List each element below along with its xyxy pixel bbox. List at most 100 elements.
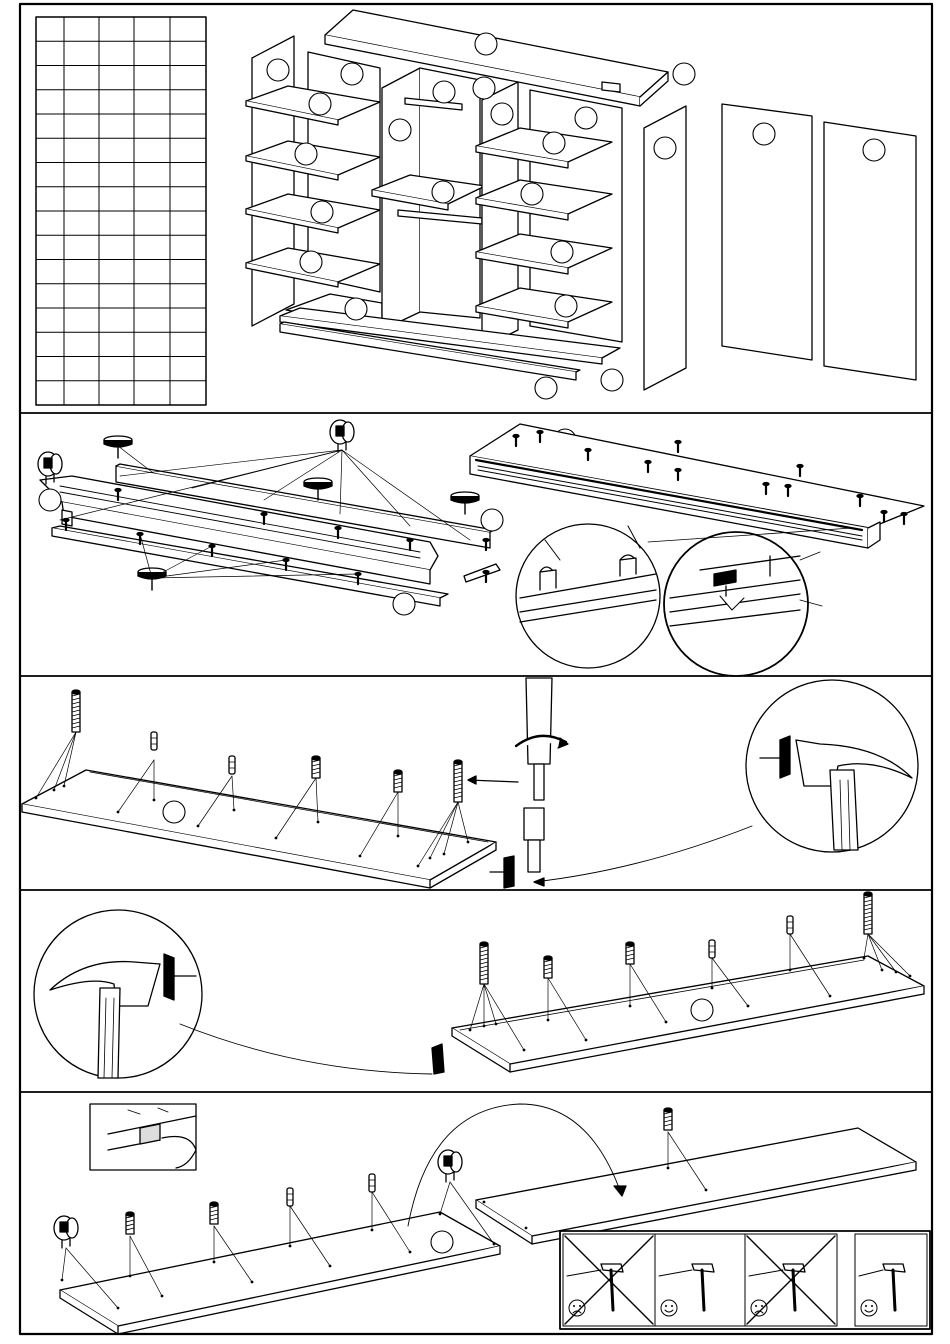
hole-dot (909, 975, 912, 978)
part-callout (163, 801, 185, 823)
hole-dot (371, 1229, 374, 1232)
part-callout-circle (601, 369, 623, 391)
part-callout (673, 63, 695, 85)
part-callout-circle (309, 93, 331, 115)
arrow-head (468, 776, 476, 784)
furniture-glide-icon (104, 436, 132, 458)
part-callout (863, 139, 885, 161)
wooden-dowel-icon (787, 916, 793, 934)
part-callout-circle (691, 999, 713, 1021)
part-callout-circle (551, 241, 573, 263)
part-callout-circle (431, 1231, 453, 1253)
part-callout (295, 143, 317, 165)
part-callout (393, 593, 415, 615)
part-callout (433, 81, 455, 103)
part-callout-circle (654, 137, 676, 159)
part-callout (753, 123, 775, 145)
part-callout-circle (555, 295, 577, 317)
hammer-handle (702, 1270, 704, 1310)
screw-icon (797, 465, 803, 477)
hammer-detail-step4 (34, 910, 202, 1078)
leader-line (864, 934, 868, 958)
part-callout (475, 33, 497, 55)
hole-dot (359, 855, 362, 858)
step5-panel-right (476, 1128, 916, 1244)
hole-dot (483, 1025, 486, 1028)
dowel-detail-box (90, 1104, 196, 1170)
wooden-dowel-icon (151, 732, 157, 750)
part-callout-circle (311, 201, 333, 223)
hole-dot (53, 789, 56, 792)
part-callout (300, 251, 322, 273)
furniture-glide-icon (138, 568, 166, 590)
connector-bolt-icon (544, 956, 552, 978)
hole-dot (35, 797, 38, 800)
frowny-icon (751, 1300, 767, 1316)
hint-panel-wrong-1 (563, 1234, 655, 1326)
face-eye (579, 1305, 581, 1307)
face-eye (573, 1305, 575, 1307)
connector-bolt-icon (210, 1202, 218, 1224)
part-callout (432, 181, 454, 203)
hole-dot (585, 1039, 588, 1042)
part-callout-circle (473, 77, 495, 99)
parts-table (36, 17, 206, 405)
connector-bolt-icon (72, 690, 80, 732)
hole-dot (417, 865, 420, 868)
hole-dot (881, 969, 884, 972)
hole-dot (129, 1275, 132, 1278)
connector-bolt-icon (864, 892, 872, 934)
smiley-icon (861, 1300, 877, 1316)
part-callout (551, 241, 573, 263)
part-callout (555, 295, 577, 317)
hole-dot (397, 835, 400, 838)
cam-lock-icon (438, 1150, 462, 1182)
part-callout (691, 999, 713, 1021)
hole-dot (443, 853, 446, 856)
hole-dot (429, 857, 432, 860)
hole-dot (61, 1279, 64, 1282)
hole-dot (329, 1265, 332, 1268)
part-callout (309, 93, 331, 115)
face-eye (871, 1305, 873, 1307)
face-eye (755, 1305, 757, 1307)
part-callout (39, 489, 61, 511)
hint-panels (560, 1231, 930, 1329)
hint-panel-right-1 (655, 1234, 745, 1326)
hole-dot (117, 811, 120, 814)
part-callout (431, 1231, 453, 1253)
furniture-glide-icon (451, 492, 479, 514)
hammer-detail-step3 (746, 680, 918, 852)
part-callout (535, 377, 557, 399)
part-callout-circle (535, 377, 557, 399)
hole-dot (117, 1307, 120, 1310)
part-callout-circle (345, 298, 367, 320)
part-callout (389, 119, 411, 141)
hole-dot (63, 785, 66, 788)
hole-dot (483, 1201, 486, 1204)
part-callout-circle (295, 143, 317, 165)
arrow-head (534, 878, 544, 886)
hole-dot (667, 1167, 670, 1170)
part-callout (491, 103, 513, 125)
leader-line (484, 984, 496, 1024)
hole-dot (829, 995, 832, 998)
screw-icon (901, 513, 907, 525)
detail-leader (534, 826, 752, 882)
face-eye (865, 1305, 867, 1307)
part-callout-circle (39, 489, 61, 511)
hole-dot (495, 1023, 498, 1026)
hole-dot (275, 837, 278, 840)
part-callout (575, 107, 597, 129)
connector-bolt-icon (454, 760, 462, 802)
part-callout-circle (491, 103, 513, 125)
part-callout (473, 77, 495, 99)
part-callout (345, 298, 367, 320)
hole-dot (439, 1213, 442, 1216)
connector-bolt-icon (626, 942, 634, 964)
hole-dot (525, 1227, 528, 1230)
detail-leader (180, 1024, 432, 1074)
part-callout-circle (475, 33, 497, 55)
